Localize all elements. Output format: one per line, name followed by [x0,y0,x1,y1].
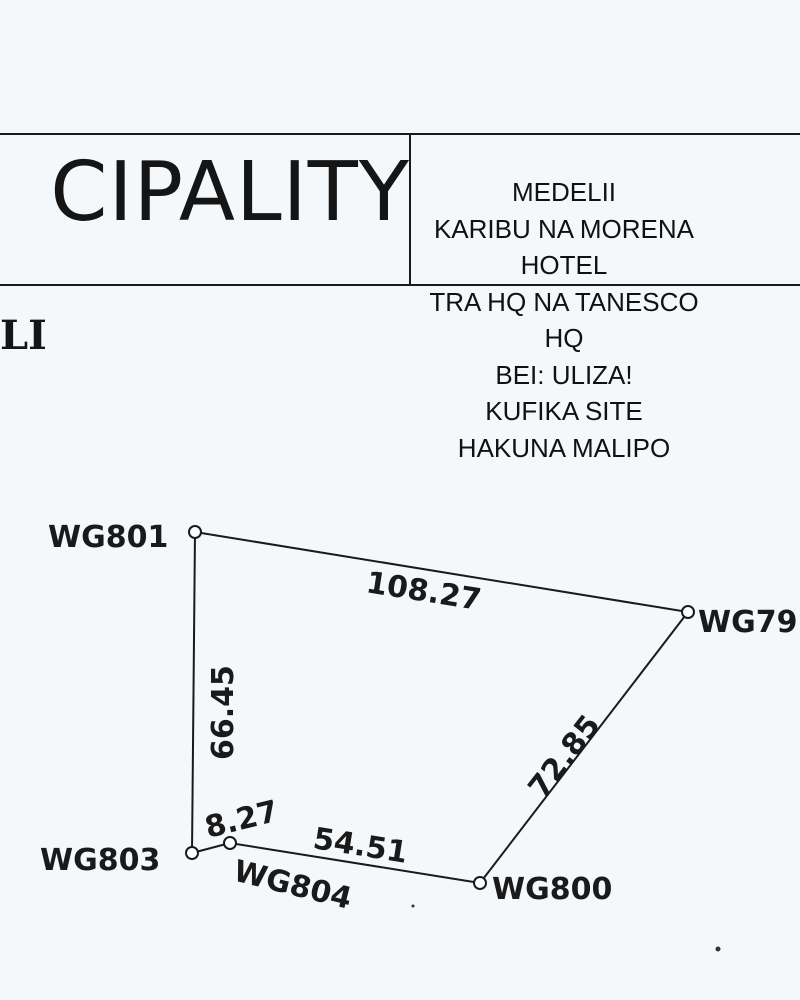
distance-wg79-wg800: 72.85 [522,709,608,805]
notice-line: KUFIKA SITE [485,396,643,426]
notice-line: HAKUNA MALIPO [457,432,671,463]
beacon-wg803-marker [185,846,199,860]
distance-wg801-wg79: 108.27 [364,565,484,618]
boundary-wg79-wg800 [479,611,689,884]
beacon-wg800-marker [473,876,487,890]
header-top-rule [0,133,800,135]
speck [715,946,721,952]
header-divider [409,135,411,285]
beacon-label-wg79: WG79 [698,605,797,640]
beacon-label-wg803: WG803 [40,843,160,878]
distance-wg804-wg803: 8.27 [201,794,281,846]
speck [411,904,415,908]
header-bottom-rule [0,284,800,286]
beacon-label-wg804: WG804 [230,854,355,917]
notice-line: TRA HQ NA TANESCO [429,286,699,317]
boundary-wg801-wg79 [194,531,689,613]
boundary-wg803-wg801 [191,531,196,854]
beacon-label-wg800: WG800 [492,872,612,907]
beacon-wg79-marker [681,605,695,619]
boundary-wg800-wg804 [229,842,481,884]
sale-notice: MEDELII KARIBU NA MORENA HOTEL TRA HQ NA… [405,174,723,466]
beacon-wg804-marker [223,836,237,850]
beacon-label-wg801: WG801 [48,520,168,555]
notice-line: HOTEL [520,250,608,280]
distance-wg803-wg801: 66.45 [206,665,241,760]
beacon-wg801-marker [188,525,202,539]
notice-line: BEI: ULIZA! [495,359,633,390]
notice-line: HQ [544,323,584,353]
notice-line: KARIBU NA MORENA [433,213,695,244]
notice-line: MEDELII [511,177,617,207]
distance-wg800-wg804: 54.51 [311,821,410,870]
header-subtitle-fragment: LI [0,312,47,359]
municipality-title: CIPALITY [50,145,410,240]
